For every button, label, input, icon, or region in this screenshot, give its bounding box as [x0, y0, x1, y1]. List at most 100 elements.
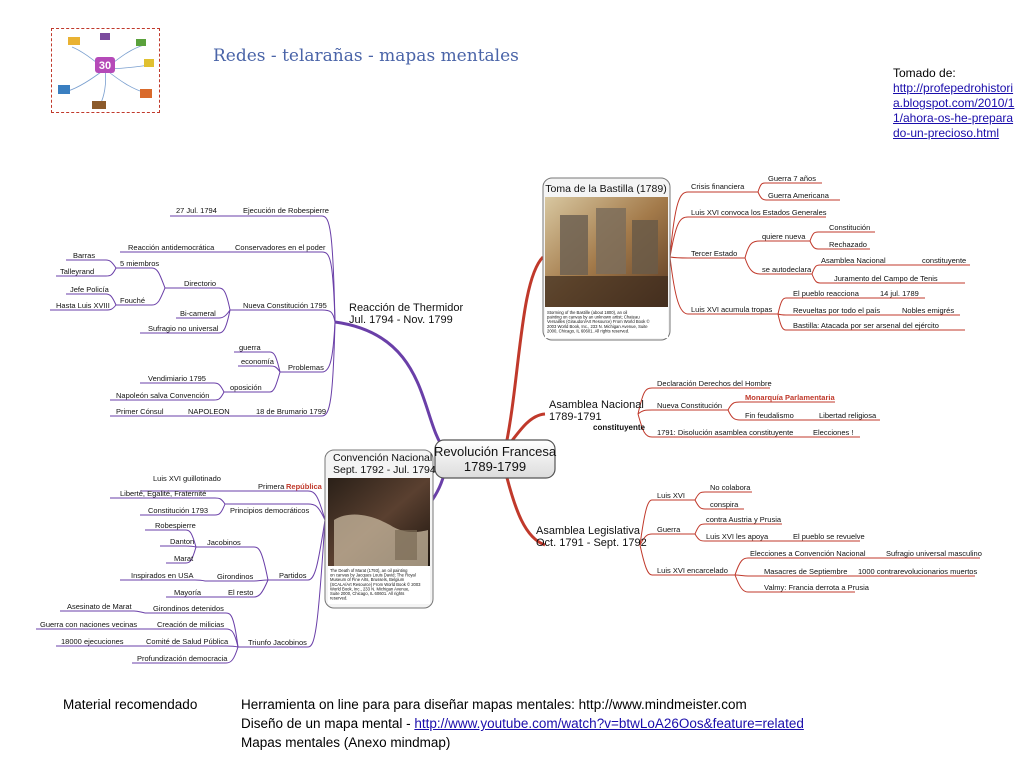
label-ejecuciones: 18000 ejecuciones — [61, 637, 124, 646]
source-label: Tomado de: — [893, 66, 956, 80]
node-bastilla[interactable]: Toma de la Bastilla (1789) Storming of t… — [542, 177, 671, 341]
label-constitucion: Constitución — [829, 223, 870, 232]
mindmap-thumbnail: 30 — [51, 28, 160, 113]
label-guillotinado: Luis XVI guillotinado — [153, 474, 221, 483]
label-resto: El resto — [228, 588, 253, 597]
label-autodeclara: se autodeclara — [762, 265, 812, 274]
label-encarcelado: Luis XVI encarcelado — [657, 566, 728, 575]
label-napoleon-salva: Napoleón salva Convención — [116, 391, 209, 400]
label-colabora: No colabora — [710, 483, 751, 492]
convencion-caption: The Death of Marat (1793), an oil painti… — [330, 568, 421, 601]
label-talleyrand: Talleyrand — [60, 267, 94, 276]
label-revueltas: Revueltas por todo el país — [793, 306, 880, 315]
center-node[interactable]: Revolución Francesa 1789-1799 — [434, 439, 557, 479]
label-elecciones: Elecciones ! — [813, 428, 853, 437]
label-marat: Marat — [174, 554, 194, 563]
label-nueva-constitucion: Nueva Constitución — [657, 401, 722, 410]
label-apoya: Luis XVI les apoya — [706, 532, 769, 541]
legislativa-title2: Oct. 1791 - Sept. 1792 — [536, 537, 647, 549]
label-asamblea: Asamblea Nacional — [821, 256, 886, 265]
label-milicias: Creación de milicias — [157, 620, 224, 629]
thermidor-title1: Reacción de Thermidor — [349, 302, 463, 314]
label-conspira: conspira — [710, 500, 739, 509]
label-contra: contra Austria y Prusia — [706, 515, 782, 524]
label-feudalismo: Fin feudalismo — [745, 411, 794, 420]
label-oposicion: oposición — [230, 383, 262, 392]
label-tercer: Tercer Estado — [691, 249, 737, 258]
branch-thermidor — [334, 320, 447, 451]
label-fouche: Fouché — [120, 296, 145, 305]
label-republica: República — [286, 482, 323, 491]
label-liberte: Liberté, Egalité, Fraternité — [120, 489, 206, 498]
footer-line1: Herramienta on line para para diseñar ma… — [241, 697, 747, 712]
youtube-link[interactable]: http://www.youtube.com/watch?v=btwLoA26O… — [414, 716, 804, 731]
label-profundizacion: Profundización democracia — [137, 654, 228, 663]
slide-title: Redes - telarañas - mapas mentales — [213, 46, 519, 66]
label-robespierre: Robespierre — [155, 521, 196, 530]
right-labels: Crisis financiera Guerra 7 años Guerra A… — [657, 174, 982, 592]
label-guerra7: Guerra 7 años — [768, 174, 816, 183]
label-brumario: 18 de Brumario 1799 — [256, 407, 326, 416]
label-primera: Primera — [258, 482, 285, 491]
label-libertad: Libertad religiosa — [819, 411, 877, 420]
source-block: Tomado de: http://profepedrohistoria.blo… — [893, 66, 1018, 141]
label-hasta: Hasta Luis XVIII — [56, 301, 110, 310]
label-elecciones-convencion: Elecciones a Convención Nacional — [750, 549, 866, 558]
label-comite: Comité de Salud Pública — [146, 637, 229, 646]
label-muertos: 1000 contrarevolucionarios muertos — [858, 567, 977, 576]
label-sufragio-universal: Sufragio universal masculino — [886, 549, 982, 558]
label-consul: Primer Cónsul — [116, 407, 164, 416]
label-declaracion: Declaración Derechos del Hombre — [657, 379, 772, 388]
footer-line2-prefix: Diseño de un mapa mental - — [241, 716, 415, 731]
label-usa: Inspirados en USA — [131, 571, 194, 580]
left-connectors — [36, 215, 336, 664]
label-quiere: quiere nueva — [762, 232, 806, 241]
label-disolucion: 1791: Disolución asamblea constituyente — [657, 428, 793, 437]
label-triunfo: Triunfo Jacobinos — [248, 638, 307, 647]
label-jacobinos: Jacobinos — [207, 538, 241, 547]
label-valmy: Valmy: Francia derrota a Prusia — [764, 583, 870, 592]
label-nobles: Nobles emigrés — [902, 306, 954, 315]
source-link[interactable]: http://profepedrohistoria.blogspot.com/2… — [893, 81, 1015, 140]
convencion-title1: Convención Nacional — [333, 452, 432, 464]
left-labels: Ejecución de Robespierre 27 Jul. 1794 Co… — [40, 206, 329, 663]
branch-legislativa — [503, 469, 546, 547]
center-years: 1789-1799 — [464, 459, 526, 474]
label-asesinato: Asesinato de Marat — [67, 602, 133, 611]
footer-line2: Diseño de un mapa mental - http://www.yo… — [241, 716, 804, 731]
label-vendimiario: Vendimiario 1795 — [148, 374, 206, 383]
label-economia: economía — [241, 357, 275, 366]
label-napoleon-caps: NAPOLEON — [188, 407, 230, 416]
label-vecinas: Guerra con naciones vecinas — [40, 620, 137, 629]
label-reaccion: Reacción antidemocrática — [128, 243, 215, 252]
label-barras: Barras — [73, 251, 95, 260]
label-directorio: Directorio — [184, 279, 216, 288]
label-sufragio-no: Sufragio no universal — [148, 324, 219, 333]
label-partidos: Partidos — [279, 571, 307, 580]
asamblea-title1: Asamblea Nacional — [549, 399, 644, 411]
label-constituyente: constituyente — [922, 256, 966, 265]
label-girondinos: Girondinos — [217, 572, 254, 581]
mind-map: Revolución Francesa 1789-1799 Toma de la… — [36, 174, 982, 664]
legislativa-title1: Asamblea Legislativa — [536, 525, 641, 537]
label-pueblo: El pueblo reacciona — [793, 289, 860, 298]
label-crisis: Crisis financiera — [691, 182, 745, 191]
label-problemas: Problemas — [288, 363, 324, 372]
branch-bastilla — [503, 255, 545, 451]
thumbnail-badge: 30 — [99, 60, 111, 72]
label-detenidos: Girondinos detenidos — [153, 604, 224, 613]
label-conservadores: Conservadores en el poder — [235, 243, 326, 252]
right-connectors — [637, 182, 980, 593]
label-masacres: Masacres de Septiembre — [764, 567, 847, 576]
label-acumula: Luis XVI acumula tropas — [691, 305, 773, 314]
label-rechazado: Rechazado — [829, 240, 867, 249]
center-title: Revolución Francesa — [434, 444, 557, 459]
footer-label: Material recomendado — [63, 697, 198, 712]
footer-line3: Mapas mentales (Anexo mindmap) — [241, 735, 451, 750]
asamblea-sub: constituyente — [593, 423, 646, 432]
label-jefe: Jefe Policía — [70, 285, 110, 294]
node-convencion[interactable]: Convención Nacional Sept. 1792 - Jul. 17… — [324, 449, 436, 609]
label-guerraam: Guerra Americana — [768, 191, 830, 200]
